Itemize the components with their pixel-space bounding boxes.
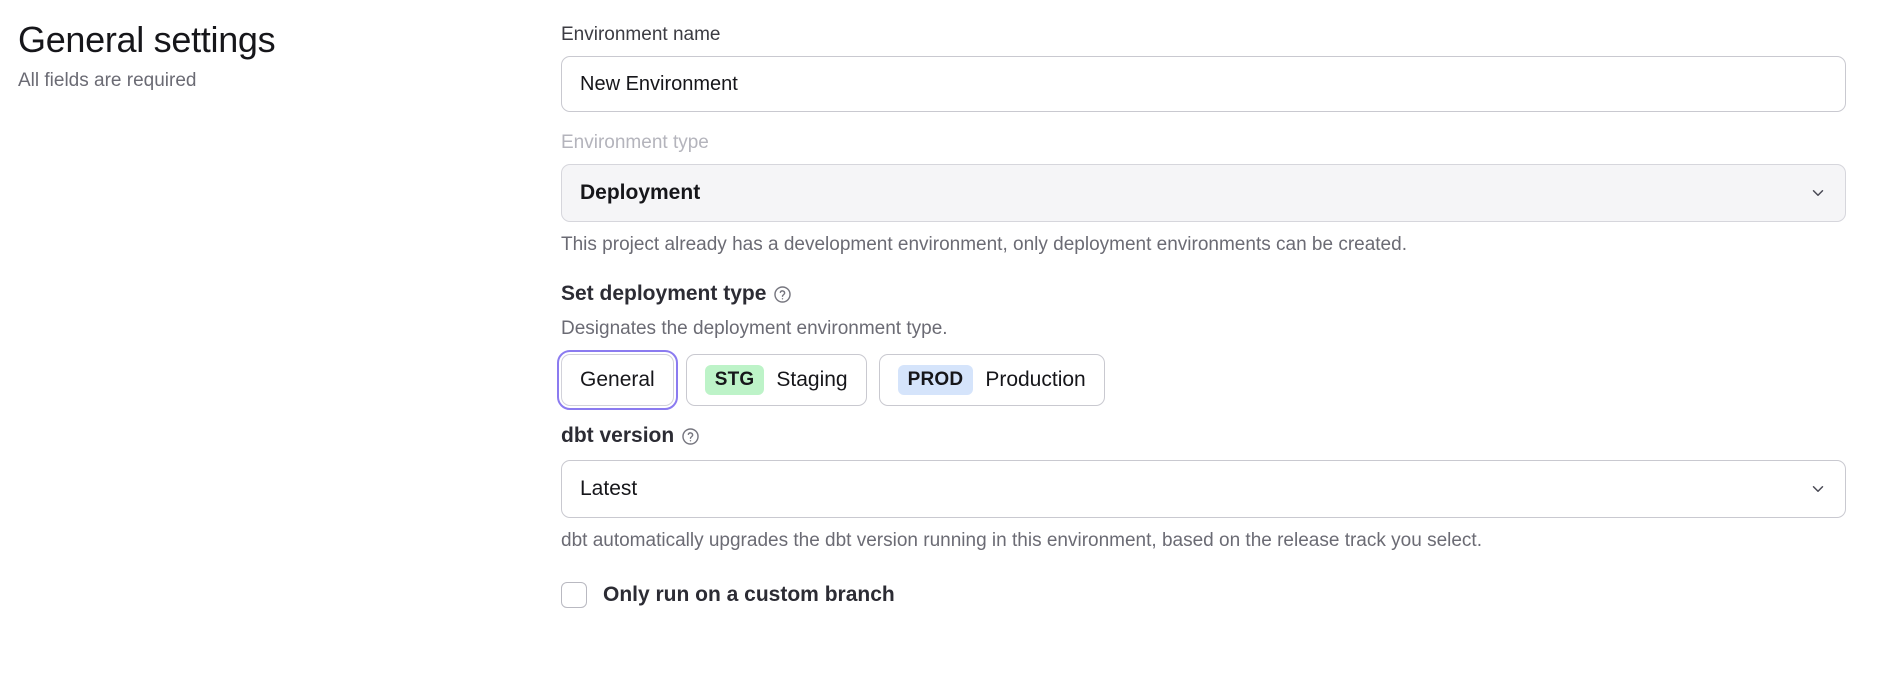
- environment-type-select[interactable]: Deployment: [561, 164, 1846, 222]
- custom-branch-row[interactable]: Only run on a custom branch: [561, 582, 1846, 608]
- deployment-type-heading: Set deployment type: [561, 280, 1846, 308]
- deployment-type-option-production[interactable]: PROD Production: [878, 354, 1105, 406]
- general-settings-form: Environment name New Environment Environ…: [557, 22, 1846, 608]
- dbt-version-label: dbt version: [561, 424, 675, 447]
- environment-type-label: Environment type: [561, 132, 709, 153]
- deployment-type-option-general-label: General: [580, 368, 655, 391]
- dbt-version-select[interactable]: Latest: [561, 460, 1846, 518]
- dbt-version-field: dbt version Latest dbt automatically upg…: [561, 422, 1846, 554]
- page-title: General settings: [18, 19, 276, 60]
- custom-branch-label: Only run on a custom branch: [603, 583, 895, 606]
- environment-name-field: Environment name New Environment: [561, 22, 1846, 112]
- environment-type-help: This project already has a development e…: [561, 234, 1407, 255]
- page-subtitle: All fields are required: [18, 70, 197, 91]
- custom-branch-checkbox[interactable]: [561, 582, 587, 608]
- deployment-type-option-staging[interactable]: STG Staging: [685, 354, 867, 406]
- environment-type-value: Deployment: [580, 181, 701, 204]
- deployment-type-option-staging-label: Staging: [776, 368, 848, 391]
- deployment-type-options: General STG Staging PROD Production: [557, 350, 1846, 410]
- production-badge: PROD: [897, 365, 974, 395]
- chevron-down-icon: [1812, 190, 1824, 196]
- environment-name-label: Environment name: [561, 24, 721, 45]
- dbt-version-value: Latest: [580, 477, 638, 500]
- environment-name-value: New Environment: [580, 72, 738, 95]
- settings-header: General settings All fields are required: [18, 18, 518, 94]
- environment-name-input[interactable]: New Environment: [561, 56, 1846, 112]
- dbt-version-help: dbt automatically upgrades the dbt versi…: [561, 530, 1482, 551]
- staging-badge: STG: [704, 365, 765, 395]
- dbt-version-heading: dbt version: [561, 422, 1846, 450]
- deployment-type-option-production-label: Production: [985, 368, 1086, 391]
- help-circle-icon[interactable]: [681, 427, 700, 446]
- deployment-type-field: Set deployment type Designates the deplo…: [557, 280, 1846, 410]
- deployment-type-option-general[interactable]: General: [557, 350, 678, 410]
- deployment-type-description: Designates the deployment environment ty…: [561, 318, 948, 339]
- environment-type-field: Environment type Deployment This project…: [561, 130, 1846, 258]
- deployment-type-heading-label: Set deployment type: [561, 282, 767, 305]
- help-circle-icon[interactable]: [773, 285, 792, 304]
- chevron-down-icon: [1812, 486, 1824, 492]
